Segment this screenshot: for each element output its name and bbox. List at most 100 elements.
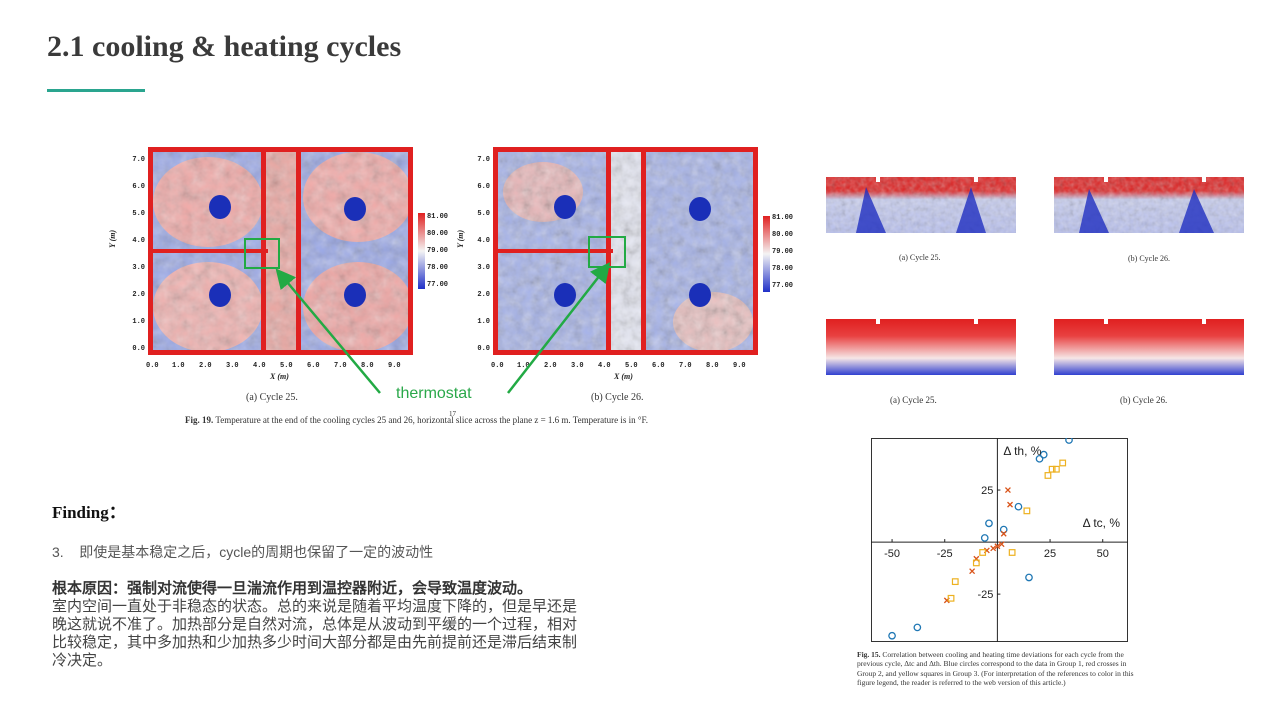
x-tick: 4.0 <box>253 362 266 370</box>
subcaption-a1: (a) Cycle 25. <box>899 253 941 262</box>
data-point-square <box>1023 507 1031 515</box>
data-point-square <box>951 578 959 586</box>
data-point-cross <box>1000 530 1007 537</box>
y-tick: 6.0 <box>132 183 145 191</box>
subcaption-a2: (a) Cycle 25. <box>890 395 937 405</box>
vertical-slice-cycle-25-top <box>826 177 1016 233</box>
fig19-caption-text: Temperature at the end of the cooling cy… <box>215 415 648 425</box>
fig15-caption-label: Fig. 15. <box>857 650 881 659</box>
data-point-circle <box>1039 450 1048 459</box>
colorbar-tick: 80.00 <box>772 231 794 239</box>
x-tick: 8.0 <box>361 362 374 370</box>
y-tick: 4.0 <box>132 237 145 245</box>
x-tick-label: -25 <box>937 548 953 560</box>
x-tick: 9.0 <box>733 362 746 370</box>
y-tick: 2.0 <box>132 291 145 299</box>
x-tick: 1.0 <box>517 362 530 370</box>
x-tick: 0.0 <box>491 362 504 370</box>
x-tick: 2.0 <box>199 362 212 370</box>
data-point-circle <box>999 525 1008 534</box>
y-tick: 3.0 <box>132 264 145 272</box>
x-tick: 5.0 <box>625 362 638 370</box>
y-tick: 5.0 <box>132 210 145 218</box>
colorbar-tick: 78.00 <box>427 264 449 272</box>
data-point-square <box>1044 472 1052 479</box>
fig19-caption-label: Fig. 19. <box>185 415 214 425</box>
data-point-cross <box>1004 487 1011 494</box>
data-point-square <box>947 594 955 602</box>
y-tick: 3.0 <box>477 264 490 272</box>
data-point-cross <box>994 543 1001 550</box>
colorbar-tick: 77.00 <box>427 281 449 289</box>
finding-heading: Finding： <box>52 503 126 522</box>
y-tick: 1.0 <box>477 318 490 326</box>
x-tick: 4.0 <box>598 362 611 370</box>
colorbar-tick: 81.00 <box>772 214 794 222</box>
root-cause-body: 室内空间一直处于非稳态的状态。总的来说是随着平均温度下降的，但是早还是晚这就说不… <box>52 598 578 669</box>
data-point-circle <box>888 631 896 640</box>
y-axis-label: Y (m) <box>456 229 465 248</box>
data-point-square <box>972 559 980 567</box>
data-point-cross <box>969 568 976 575</box>
fig15-caption: Fig. 15. Correlation between cooling and… <box>857 650 1147 687</box>
y-tick: 5.0 <box>477 210 490 218</box>
data-point-cross <box>1007 501 1013 508</box>
correlation-scatter-chart: -50 -25 25 50 25 -25 Δ tc, % Δ th, % <box>871 438 1128 642</box>
data-point-circle <box>985 519 993 528</box>
colorbar-tick: 77.00 <box>772 282 794 290</box>
subcaption-b2: (b) Cycle 26. <box>1120 395 1168 405</box>
y-tick: 7.0 <box>477 156 490 164</box>
x-axis-label: Δ tc, % <box>1083 516 1121 530</box>
x-tick: 5.0 <box>280 362 293 370</box>
marker-17: 17 <box>449 410 456 418</box>
x-tick: 0.0 <box>146 362 159 370</box>
data-point-circle <box>1014 502 1023 511</box>
y-tick: 0.0 <box>132 345 145 353</box>
colorbar-tick: 79.00 <box>772 248 794 256</box>
y-tick: 7.0 <box>132 156 145 164</box>
data-point-cross <box>990 545 997 552</box>
x-tick: 7.0 <box>679 362 692 370</box>
data-point-circle <box>1035 454 1044 463</box>
x-tick-label: 50 <box>1097 548 1109 560</box>
temperature-map-cycle-26 <box>493 147 758 355</box>
y-tick: 0.0 <box>477 345 490 353</box>
vertical-slice-cycle-26-top <box>1054 177 1244 233</box>
vertical-slice-cycle-26-bottom <box>1054 319 1244 375</box>
data-point-square <box>1048 465 1056 473</box>
x-tick: 9.0 <box>388 362 401 370</box>
y-axis-label: Y (m) <box>108 229 117 248</box>
y-tick: 4.0 <box>477 237 490 245</box>
colorbar-tick: 81.00 <box>427 213 449 221</box>
root-cause-paragraph: 根本原因：强制对流使得一旦湍流作用到温控器附近，会导致温度波动。 室内空间一直处… <box>52 580 577 670</box>
x-tick: 3.0 <box>571 362 584 370</box>
subcaption-a: (a) Cycle 25. <box>246 392 298 403</box>
x-tick: 6.0 <box>652 362 665 370</box>
subcaption-b1: (b) Cycle 26. <box>1128 254 1170 263</box>
data-point-circle <box>1025 573 1033 582</box>
x-tick: 1.0 <box>172 362 185 370</box>
slide-title: 2.1 cooling & heating cycles <box>47 30 402 63</box>
colorbar-right <box>763 216 770 292</box>
thermostat-label: thermostat <box>396 385 472 402</box>
y-tick-label: -25 <box>977 589 993 601</box>
x-tick: 2.0 <box>544 362 557 370</box>
y-tick: 6.0 <box>477 183 490 191</box>
x-tick: 8.0 <box>706 362 719 370</box>
root-cause-bold: 根本原因：强制对流使得一旦湍流作用到温控器附近，会导致温度波动。 <box>52 580 533 597</box>
title-underline <box>47 89 145 92</box>
x-tick-label: 25 <box>1044 548 1056 560</box>
data-point-circle <box>913 623 922 632</box>
colorbar-tick: 80.00 <box>427 230 449 238</box>
y-tick-label: 25 <box>981 485 993 497</box>
x-tick: 6.0 <box>307 362 320 370</box>
x-axis-label: X (m) <box>270 372 289 381</box>
vertical-slice-cycle-25-bottom <box>826 319 1016 375</box>
fig19-caption: Fig. 19. Temperature at the end of the c… <box>185 415 805 425</box>
y-axis-label: Δ th, % <box>1003 444 1041 458</box>
temperature-map-cycle-25 <box>148 147 413 355</box>
x-tick-label: -50 <box>884 548 900 560</box>
data-point-square <box>1008 549 1016 556</box>
fig15-caption-text: Correlation between cooling and heating … <box>857 650 1134 687</box>
x-tick: 7.0 <box>334 362 347 370</box>
